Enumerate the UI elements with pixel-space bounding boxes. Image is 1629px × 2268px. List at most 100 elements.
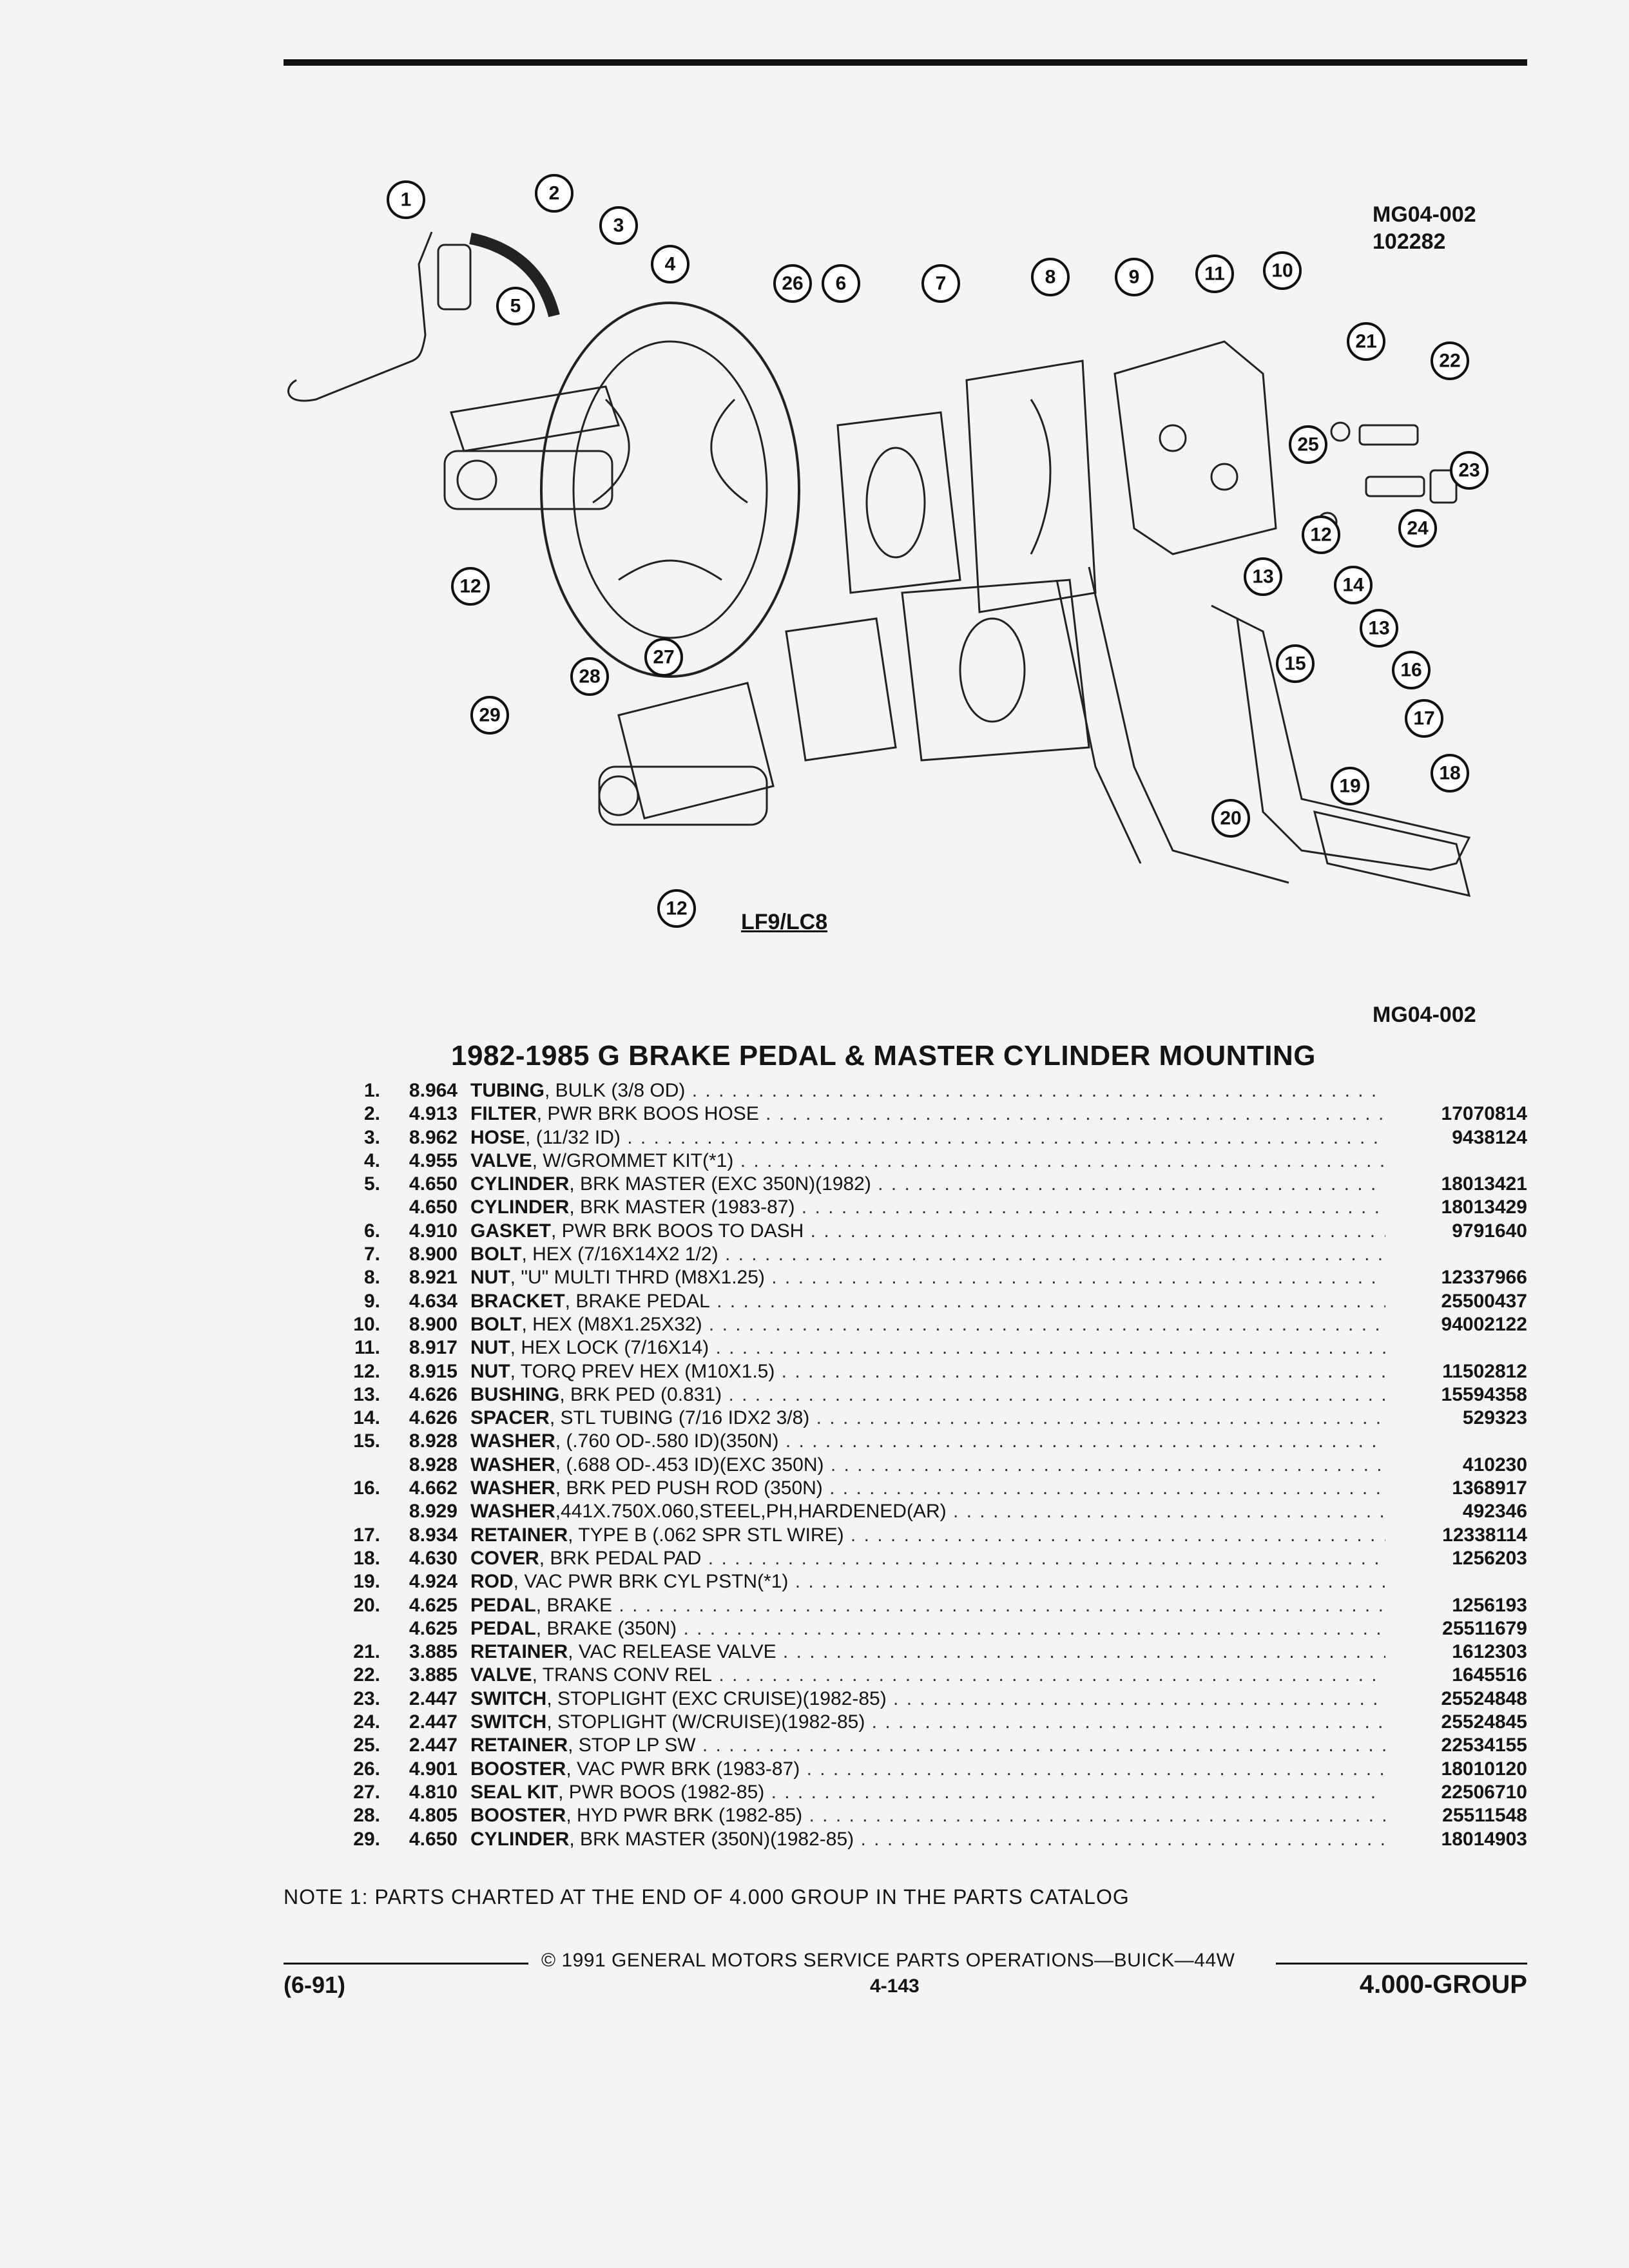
group-number: 4.634	[409, 1290, 458, 1312]
part-detail: , PWR BOOS (1982-85)	[558, 1781, 765, 1803]
callout-6: 6	[822, 264, 860, 303]
callout-22: 22	[1431, 341, 1469, 380]
part-detail: , TRANS CONV REL	[532, 1664, 713, 1686]
group-number: 8.921	[409, 1267, 458, 1289]
item-number: 8.	[363, 1267, 380, 1289]
figure-id-bottom: MG04-002	[1373, 1003, 1476, 1027]
part-name: WASHER	[470, 1501, 555, 1523]
callout-7: 7	[921, 264, 960, 303]
figure-id-block: MG04-002 102282	[1373, 201, 1476, 255]
group-number: 8.917	[409, 1337, 458, 1359]
group-number: 8.900	[409, 1244, 458, 1265]
part-number: 18013421	[1441, 1173, 1527, 1195]
svg-text:26: 26	[782, 273, 803, 294]
part-number: 410230	[1462, 1454, 1527, 1475]
svg-text:28: 28	[579, 666, 600, 687]
group-number: 2.447	[409, 1687, 458, 1709]
svg-text:2: 2	[549, 183, 560, 204]
part-name: CYLINDER	[470, 1173, 570, 1195]
part-description: CYLINDER, BRK MASTER (EXC 350N)(1982)	[470, 1173, 1385, 1195]
part-detail: , VAC RELEASE VALVE	[568, 1641, 776, 1663]
parts-diagram: 1 2 3 4 5 26 6 7 8 9 11 10 21 22 25 23 2…	[258, 168, 1527, 979]
part-description: HOSE, (11/32 ID)	[470, 1127, 1385, 1149]
part-detail: , HEX (7/16X14X2 1/2)	[521, 1244, 718, 1265]
part-detail: , TYPE B (.062 SPR STL WIRE)	[568, 1524, 844, 1546]
part-number: 25511679	[1442, 1617, 1527, 1639]
group-number: 8.915	[409, 1360, 458, 1382]
callout-29: 29	[470, 696, 509, 735]
part-name: BOLT	[470, 1244, 522, 1265]
group-number: 8.900	[409, 1313, 458, 1335]
group-number: 4.810	[409, 1781, 458, 1803]
part-name: TUBING	[470, 1080, 545, 1101]
part-description: RETAINER, VAC RELEASE VALVE	[470, 1641, 1385, 1663]
part-number: 25524848	[1441, 1687, 1527, 1709]
part-detail: , VAC PWR BRK CYL PSTN(*1)	[513, 1571, 789, 1593]
part-description: WASHER, (.760 OD-.580 ID)(350N)	[470, 1430, 1385, 1452]
callout-20: 20	[1211, 799, 1250, 838]
item-number: 23.	[353, 1687, 380, 1709]
svg-text:1: 1	[401, 189, 412, 211]
group-number: 4.650	[409, 1173, 458, 1195]
callout-2: 2	[535, 174, 574, 213]
part-description: PEDAL, BRAKE (350N)	[470, 1618, 1385, 1640]
part-description: SEAL KIT, PWR BOOS (1982-85)	[470, 1782, 1385, 1803]
callout-15: 15	[1276, 644, 1315, 683]
item-number: 16.	[353, 1477, 380, 1499]
part-name: COVER	[470, 1547, 539, 1569]
svg-text:4: 4	[665, 254, 676, 275]
callout-12-left: 12	[451, 567, 490, 606]
part-name: SPACER	[470, 1407, 550, 1429]
group-number: 8.928	[409, 1430, 458, 1452]
part-name: RETAINER	[470, 1735, 568, 1756]
item-number: 24.	[353, 1711, 380, 1733]
part-detail: , BRK PED PUSH ROD (350N)	[555, 1477, 823, 1499]
part-name: SWITCH	[470, 1711, 547, 1733]
callout-14: 14	[1334, 566, 1373, 604]
part-detail: , HEX LOCK (7/16X14)	[510, 1337, 709, 1359]
group-number: 4.650	[409, 1828, 458, 1850]
part-name: RETAINER	[470, 1641, 568, 1663]
callout-28: 28	[570, 657, 609, 696]
part-description: GASKET, PWR BRK BOOS TO DASH	[470, 1220, 1385, 1242]
group-number: 3.885	[409, 1664, 458, 1686]
group-number: 4.901	[409, 1758, 458, 1780]
item-number: 9.	[363, 1290, 380, 1312]
item-number: 26.	[353, 1758, 380, 1780]
item-number: 28.	[353, 1805, 380, 1827]
group-number: 4.910	[409, 1220, 458, 1242]
callout-25: 25	[1289, 425, 1327, 464]
part-number: 18010120	[1441, 1758, 1527, 1780]
svg-text:27: 27	[653, 647, 674, 668]
top-rule	[284, 59, 1527, 66]
part-description: BOLT, HEX (7/16X14X2 1/2)	[470, 1244, 1385, 1265]
part-detail: , BULK (3/8 OD)	[545, 1080, 686, 1101]
part-detail: , BRAKE	[535, 1594, 613, 1616]
svg-text:10: 10	[1271, 260, 1293, 282]
part-number: 17070814	[1441, 1103, 1527, 1125]
item-number: 2.	[363, 1103, 380, 1125]
diagram-linework	[287, 231, 1471, 898]
part-name: NUT	[470, 1360, 510, 1382]
diagram-svg: 1 2 3 4 5 26 6 7 8 9 11 10 21 22 25 23 2…	[287, 174, 1489, 928]
part-number: 18014903	[1441, 1828, 1527, 1850]
item-number: 1.	[363, 1080, 380, 1101]
item-number: 10.	[353, 1313, 380, 1335]
part-detail: , (11/32 ID)	[525, 1126, 621, 1148]
